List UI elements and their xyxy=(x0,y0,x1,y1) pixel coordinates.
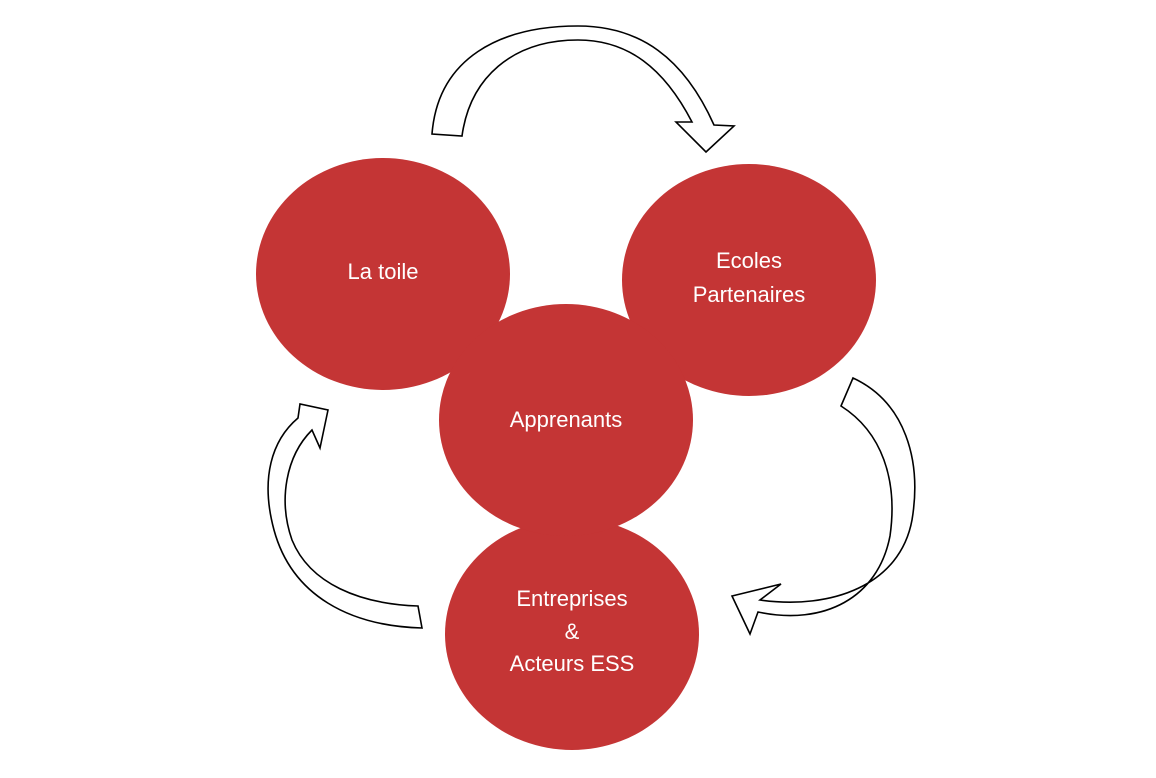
node-ecoles-label-line1: Ecoles xyxy=(716,248,782,273)
node-ecoles-partenaires: Ecoles Partenaires xyxy=(622,164,876,396)
node-entreprises-label-line3: Acteurs ESS xyxy=(510,651,635,676)
node-apprenants-label: Apprenants xyxy=(510,407,623,432)
cycle-arrows xyxy=(267,25,916,637)
node-la-toile-label: La toile xyxy=(348,259,419,284)
node-entreprises-acteurs-ess: Entreprises & Acteurs ESS xyxy=(445,518,699,750)
arrow-toile-to-ecoles xyxy=(431,25,736,154)
node-entreprises-label-line1: Entreprises xyxy=(516,586,627,611)
node-entreprises-label-line2: & xyxy=(565,619,580,644)
node-la-toile: La toile xyxy=(256,158,510,390)
node-ecoles-label-line2: Partenaires xyxy=(693,282,806,307)
arrow-entreprises-to-toile xyxy=(267,403,423,629)
node-apprenants: Apprenants xyxy=(439,304,693,536)
arrow-ecoles-to-entreprises xyxy=(730,376,916,637)
